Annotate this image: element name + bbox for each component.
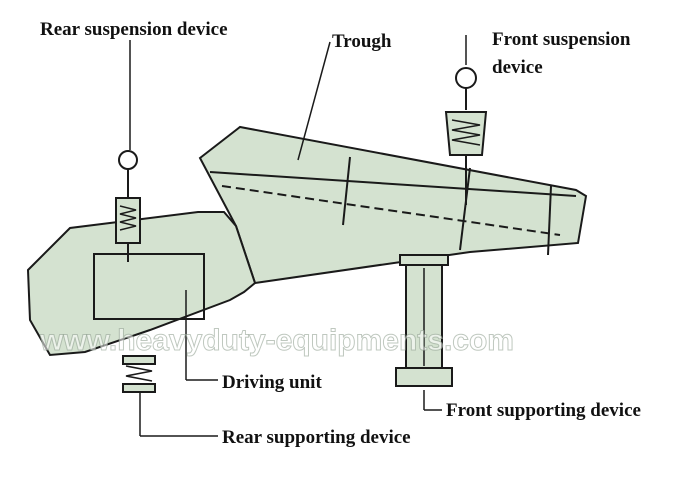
driving-unit [26, 211, 257, 357]
trough [198, 125, 588, 285]
leader-lines [129, 35, 467, 437]
label-front-suspension-line1: Front suspension [492, 29, 631, 50]
front-suspension-device [444, 67, 488, 205]
rear-supporting-device [122, 355, 156, 393]
label-trough: Trough [332, 31, 392, 52]
label-rear-suspension: Rear suspension device [40, 19, 228, 40]
label-front-suspension-line2: device [492, 57, 543, 78]
front-supporting-device [395, 254, 453, 387]
label-driving-unit: Driving unit [222, 372, 322, 393]
watermark: www.heavyduty-equipments.com [39, 324, 514, 357]
label-rear-supporting: Rear supporting device [222, 427, 411, 448]
label-front-supporting: Front supporting device [446, 400, 641, 421]
driving-unit-cover [93, 253, 205, 320]
rear-suspension-device [115, 150, 141, 262]
